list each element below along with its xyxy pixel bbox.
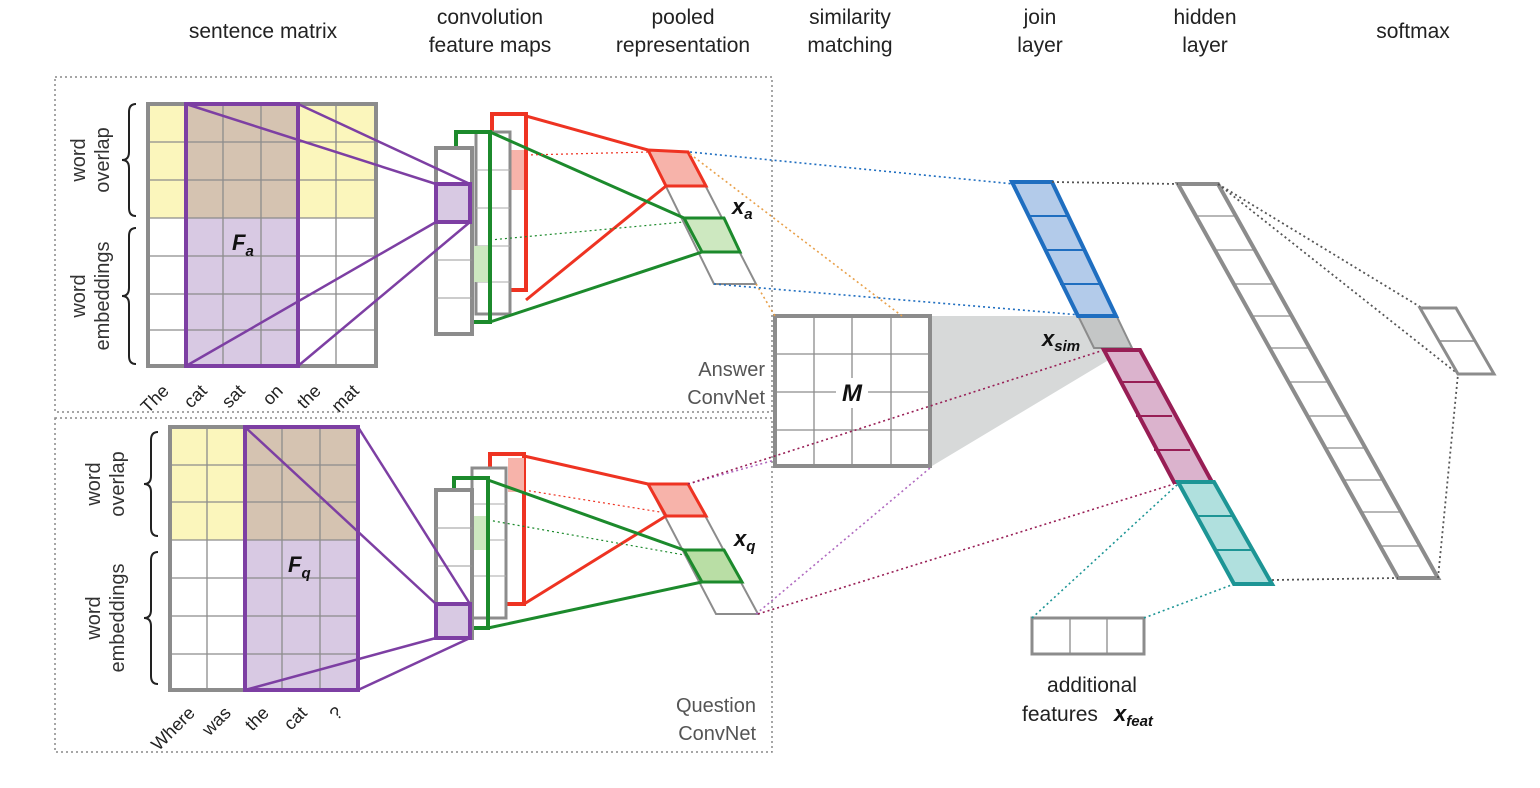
answer-overlap-brace bbox=[121, 103, 137, 217]
answer-word: mat bbox=[327, 381, 362, 416]
question-caption-1: Question bbox=[676, 695, 756, 717]
answer-filter-projection bbox=[185, 102, 471, 368]
header-join-line2: layer bbox=[1017, 34, 1063, 57]
answer-embeddings-label-2: embeddings bbox=[92, 242, 114, 351]
question-pooled-label: xq bbox=[733, 526, 755, 555]
question-word: ? bbox=[326, 703, 347, 724]
pooled-to-similarity-links bbox=[687, 151, 1175, 615]
join-sim-label: xsim bbox=[1041, 326, 1080, 355]
question-word: the bbox=[241, 703, 273, 735]
question-feature-maps bbox=[434, 452, 526, 640]
answer-word: cat bbox=[180, 381, 211, 412]
column-headers: sentence matrix convolution feature maps… bbox=[189, 6, 1450, 57]
question-word: cat bbox=[280, 703, 311, 734]
header-similarity-line1: similarity bbox=[809, 6, 891, 29]
additional-features-label-2: features bbox=[1022, 703, 1098, 726]
question-overlap-label-1: word bbox=[83, 462, 105, 506]
question-caption-2: ConvNet bbox=[678, 723, 756, 745]
answer-filter-embedding bbox=[186, 218, 298, 366]
question-overlap-brace bbox=[143, 431, 159, 537]
softmax-layer bbox=[1417, 306, 1497, 376]
question-overlap-label-2: overlap bbox=[107, 451, 129, 517]
header-join-line1: join bbox=[1023, 6, 1057, 29]
question-embeddings-label-2: embeddings bbox=[107, 564, 129, 673]
question-convnet-box bbox=[54, 417, 773, 753]
question-word: Where bbox=[147, 703, 199, 755]
additional-features: additional features xfeat bbox=[1022, 616, 1154, 730]
join-layer: xsim bbox=[1008, 180, 1276, 586]
additional-features-symbol: xfeat bbox=[1113, 701, 1154, 730]
answer-embeddings-brace bbox=[121, 227, 137, 365]
answer-sentence-matrix: Fa bbox=[146, 102, 378, 368]
header-softmax: softmax bbox=[1376, 20, 1450, 43]
answer-caption-1: Answer bbox=[698, 359, 765, 381]
answer-convnet-box bbox=[54, 76, 773, 413]
header-pooled-line1: pooled bbox=[651, 6, 714, 29]
header-sentence-matrix: sentence matrix bbox=[189, 20, 338, 43]
answer-filter-window bbox=[184, 102, 300, 368]
answer-word: sat bbox=[218, 381, 249, 412]
similarity-matrix-label: M bbox=[842, 380, 863, 407]
answer-pooled-label: xa bbox=[731, 194, 753, 223]
header-pooled-line2: representation bbox=[616, 34, 750, 57]
answer-word: the bbox=[293, 381, 325, 413]
answer-overlap-label-1: word bbox=[68, 138, 90, 182]
answer-feature-maps bbox=[434, 112, 528, 336]
answer-caption-2: ConvNet bbox=[687, 387, 765, 409]
question-filter-projection bbox=[244, 426, 472, 692]
question-embeddings-brace bbox=[143, 551, 159, 685]
question-words: Where was the cat ? bbox=[147, 703, 347, 755]
similarity-matrix: M bbox=[773, 314, 932, 468]
header-hidden-line2: layer bbox=[1182, 34, 1228, 57]
answer-pool-links bbox=[489, 114, 703, 324]
question-conv-cell bbox=[434, 602, 472, 640]
answer-overlap-label-2: overlap bbox=[92, 127, 114, 193]
answer-pooled-vector: xa bbox=[645, 148, 758, 285]
question-matrix-label: Fq bbox=[288, 552, 311, 582]
answer-conv-cell bbox=[434, 182, 472, 224]
header-convolution-line2: feature maps bbox=[429, 34, 552, 57]
question-word: was bbox=[197, 703, 234, 740]
question-embeddings-label-1: word bbox=[83, 596, 105, 640]
answer-matrix-label: Fa bbox=[232, 230, 254, 260]
header-convolution-line1: convolution bbox=[437, 6, 543, 29]
header-similarity-line2: matching bbox=[807, 34, 892, 57]
question-pool-links bbox=[487, 454, 703, 630]
header-hidden-line1: hidden bbox=[1173, 6, 1236, 29]
answer-word: on bbox=[259, 381, 287, 409]
question-sentence-matrix: Fq bbox=[168, 425, 360, 692]
answer-embeddings-label-1: word bbox=[68, 274, 90, 318]
similarity-projection-wedge bbox=[932, 316, 1132, 466]
question-pooled-vector: xq bbox=[645, 482, 760, 615]
additional-features-label-1: additional bbox=[1047, 674, 1137, 697]
